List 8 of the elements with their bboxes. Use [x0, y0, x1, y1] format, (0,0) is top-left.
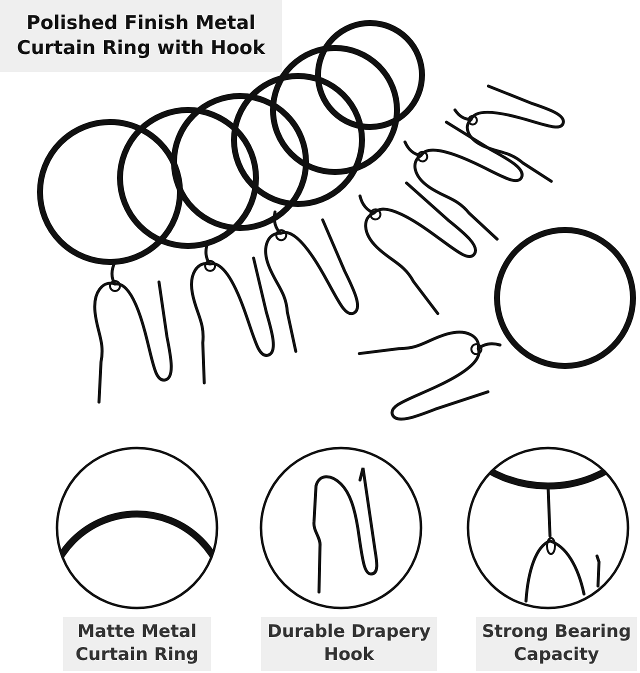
detail-photo-circle — [55, 446, 219, 610]
title: Polished Finish Metal Curtain Ring with Hook — [16, 11, 266, 61]
detail-photo-circle — [466, 446, 630, 610]
title-box — [0, 0, 282, 72]
node-label: Durable Drapery Hook — [266, 621, 432, 667]
node-label: Matte Metal Curtain Ring — [74, 621, 200, 667]
detail-photo-circle — [259, 446, 423, 610]
node-label: Strong Bearing Capacity — [480, 621, 632, 667]
